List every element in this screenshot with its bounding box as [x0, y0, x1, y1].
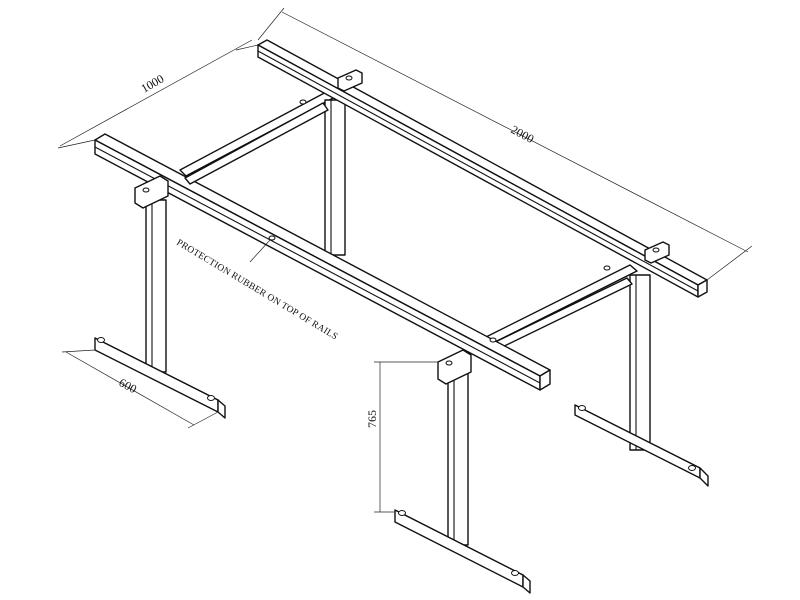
- dimension-width-label: 1000: [139, 71, 167, 95]
- dimension-height: 765: [365, 361, 438, 513]
- back-leg-right: [629, 274, 651, 451]
- dimension-width: 1000: [57, 39, 259, 149]
- back-foot-right: [574, 404, 709, 487]
- front-rail-clamp-right: [437, 349, 472, 385]
- dimension-foot-length-label: 600: [117, 375, 139, 396]
- front-foot-left: [94, 337, 226, 419]
- back-rail-clamp-right: [644, 241, 670, 264]
- back-cross-member-left: [179, 89, 338, 177]
- dimension-height-label: 765: [365, 410, 379, 428]
- back-rail: [257, 39, 708, 298]
- front-foot-right: [394, 509, 531, 594]
- front-leg-right: [447, 371, 469, 546]
- back-rail-clamp-left: [337, 69, 363, 92]
- front-rail: [94, 133, 551, 391]
- dimension-length-label: 2000: [509, 122, 537, 146]
- front-cross-member-left: [184, 99, 611, 343]
- rail-note-leader: [249, 239, 271, 263]
- front-rail-clamp-left: [134, 175, 169, 209]
- back-leg-left: [324, 99, 346, 256]
- back-cross-member-right: [479, 264, 638, 347]
- front-leg-left: [145, 199, 167, 373]
- front-cross-member-right: [484, 277, 633, 354]
